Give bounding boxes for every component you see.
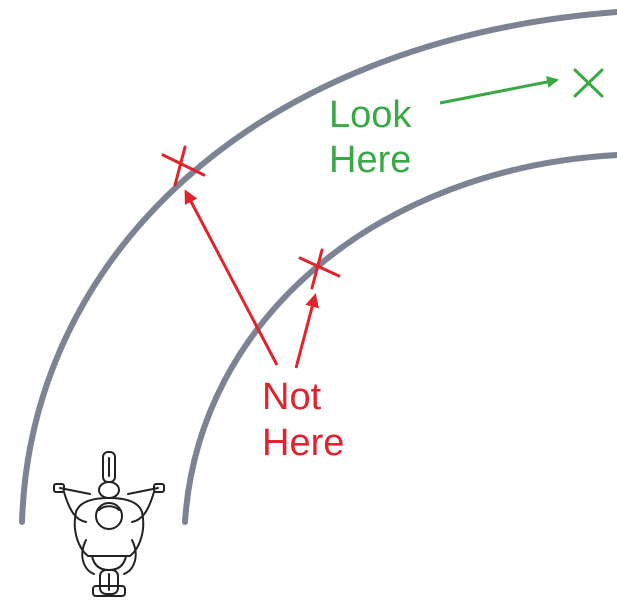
motorcycle-rider-icon	[53, 451, 165, 597]
look-here-arrow	[439, 76, 559, 105]
not-here-inner-x-icon	[298, 248, 341, 290]
not-here-arrow-inner	[294, 293, 319, 369]
look-here-label-line1: Look	[329, 94, 412, 136]
outer-road-edge	[19, 9, 617, 525]
inner-road-edge	[182, 152, 617, 525]
not-here-label-line1: Not	[262, 376, 322, 418]
look-here-label-line2: Here	[329, 139, 411, 181]
look-here-x-icon	[573, 68, 604, 98]
not-here-arrow-outer	[184, 189, 279, 366]
not-here-outer-x-icon	[161, 145, 206, 187]
not-here-label-line2: Here	[262, 422, 344, 464]
